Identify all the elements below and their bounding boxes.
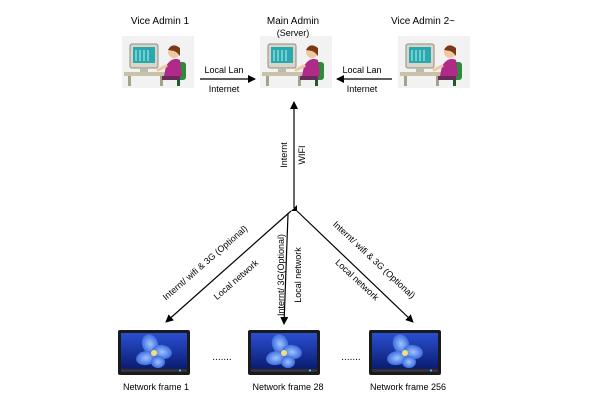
link-left-internet: Internet xyxy=(209,84,240,94)
network-frame-1 xyxy=(118,330,190,375)
arrow-hub-to-frame-28 xyxy=(280,213,289,325)
frame-dots-right: ....... xyxy=(341,352,360,363)
link-left-local-lan: Local Lan xyxy=(204,65,243,75)
mid-local-label: Local network xyxy=(293,247,303,303)
network-frame-28 xyxy=(248,330,320,375)
arrow-hub-to-frame-1 xyxy=(165,210,292,323)
frame-256-label: Network frame 256 xyxy=(370,382,446,392)
link-right-local-lan: Local Lan xyxy=(342,65,381,75)
vertical-internet-label: Internt xyxy=(279,142,289,168)
vice-admin-1-workstation xyxy=(120,34,196,90)
frame-28-label: Network frame 28 xyxy=(252,382,323,392)
vice-admin-1-label: Vice Admin 1 xyxy=(131,16,190,27)
arrow-hub-to-frame-256 xyxy=(296,210,414,323)
vice-admin-2-workstation xyxy=(396,34,472,90)
main-admin-subtitle: (Server) xyxy=(277,28,310,38)
vertical-wifi-label: WIFI xyxy=(297,146,307,165)
vice-admin-2-label: Vice Admin 2~ xyxy=(391,16,455,27)
mid-internet-label: Internt/ 3G(Optional) xyxy=(276,234,286,316)
network-frame-256 xyxy=(369,330,441,375)
frame-1-label: Network frame 1 xyxy=(123,382,189,392)
diag-left-internet-label: Internt/ wifi & 3G (Optional) xyxy=(161,223,249,302)
main-admin-workstation xyxy=(258,34,334,90)
diag-left-local-label: Local network xyxy=(212,257,261,301)
frame-dots-left: ....... xyxy=(212,352,231,363)
hub-arrow-head xyxy=(291,205,297,211)
link-right-internet: Internet xyxy=(347,84,378,94)
main-admin-label: Main Admin xyxy=(267,16,319,27)
